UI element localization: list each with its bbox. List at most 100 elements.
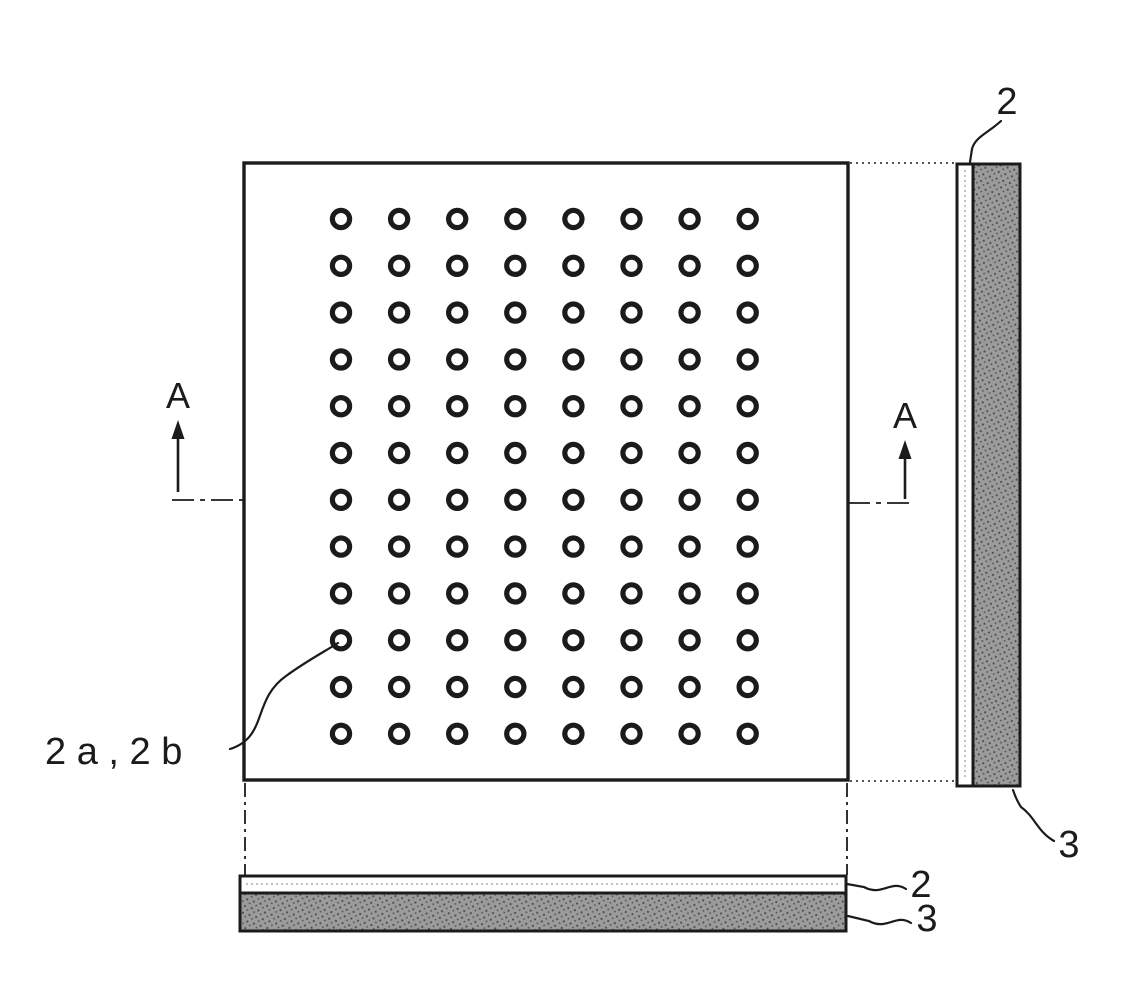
hole-circle — [504, 629, 527, 652]
hole-circle — [504, 395, 527, 418]
hole-circle — [736, 441, 759, 465]
projection-lines — [244, 162, 1022, 875]
main-plate-front-view — [242, 161, 850, 782]
hole-circle — [446, 488, 469, 511]
hole-circle — [446, 675, 469, 699]
hole-circle — [446, 348, 469, 371]
hole-circle — [504, 675, 527, 699]
label-3-bottom: 3 — [916, 898, 937, 940]
hole-circle — [678, 675, 701, 699]
hole-circle — [620, 535, 643, 558]
hole-circle — [329, 254, 353, 277]
hole-circle — [329, 722, 353, 746]
hole-circle — [329, 488, 353, 511]
hole-circle — [562, 722, 585, 746]
hole-circle — [736, 254, 759, 277]
label-2-bottom: 2 — [910, 864, 931, 906]
section-line-left: A — [166, 375, 244, 501]
hole-circle — [446, 535, 469, 558]
leader-layer2-right — [968, 119, 1003, 164]
hole-circle — [387, 675, 411, 699]
leader-lines — [228, 119, 1056, 926]
hole-circle — [504, 535, 527, 558]
hole-circle — [446, 301, 469, 324]
hole-circle — [620, 722, 643, 746]
leader-layer3-bottom — [846, 914, 913, 926]
hole-circle — [387, 488, 411, 511]
section-label-a-left: A — [166, 375, 190, 416]
hole-circle — [504, 254, 527, 277]
hole-circle — [329, 441, 353, 465]
hole-circle — [678, 488, 701, 511]
hole-circle — [620, 441, 643, 465]
hole-circle — [329, 348, 353, 371]
hole-circle — [446, 254, 469, 277]
section-arrow-up-icon — [898, 440, 912, 459]
hole-circle — [387, 348, 411, 371]
hole-circle — [329, 395, 353, 418]
hole-circle — [736, 207, 759, 231]
hole-circle — [562, 488, 585, 511]
hole-circle — [736, 629, 759, 652]
hole-circle — [678, 348, 701, 371]
hole-circle — [387, 582, 411, 605]
hole-circle — [446, 395, 469, 418]
hole-circle — [620, 629, 643, 652]
label-3-bottom-right: 3 — [1058, 824, 1079, 866]
hole-circle — [678, 582, 701, 605]
layer3-band-bottom — [238, 891, 848, 933]
hole-circle — [446, 722, 469, 746]
hole-circle — [387, 722, 411, 746]
leader-holes — [228, 641, 340, 751]
hole-circle — [329, 675, 353, 699]
hole-circle — [562, 348, 585, 371]
label-2-top-right: 2 — [996, 81, 1017, 123]
hole-circle — [678, 207, 701, 231]
hole-circle — [736, 395, 759, 418]
hole-circle — [562, 582, 585, 605]
hole-circle — [504, 441, 527, 465]
hole-circle — [620, 675, 643, 699]
hole-circle — [678, 441, 701, 465]
hole-circle — [678, 254, 701, 277]
label-holes-2a-2b: 2 a , 2 b — [45, 731, 182, 773]
hole-circle — [736, 582, 759, 605]
hole-circle — [329, 629, 353, 652]
side-view-bottom — [238, 874, 848, 933]
hole-circle — [620, 301, 643, 324]
hole-circle — [329, 582, 353, 605]
hole-circle — [562, 207, 585, 231]
reference-labels: 2 a , 2 b 2 3 2 3 — [45, 81, 1080, 940]
hole-circle — [387, 301, 411, 324]
hole-circle — [504, 488, 527, 511]
hole-circle — [620, 254, 643, 277]
hole-circle — [562, 675, 585, 699]
hole-circle — [446, 207, 469, 231]
hole-circle — [620, 395, 643, 418]
section-line-right: A — [848, 395, 917, 504]
hole-circle — [562, 301, 585, 324]
layer3-band-right — [971, 162, 1022, 788]
hole-circle — [562, 535, 585, 558]
hole-circle — [678, 301, 701, 324]
hole-circle — [329, 535, 353, 558]
hole-circle — [329, 301, 353, 324]
hole-circle — [387, 629, 411, 652]
hole-circle — [446, 629, 469, 652]
hole-circle — [562, 395, 585, 418]
hole-circle — [736, 535, 759, 558]
section-arrow-up-icon — [171, 420, 185, 439]
hole-circle — [387, 441, 411, 465]
hole-circle — [387, 395, 411, 418]
hole-circle — [329, 207, 353, 231]
hole-circle — [504, 582, 527, 605]
hole-circle — [387, 207, 411, 231]
hole-circle — [736, 301, 759, 324]
hole-circle — [504, 301, 527, 324]
hole-circle — [562, 629, 585, 652]
hole-circle — [620, 488, 643, 511]
hole-circle — [504, 348, 527, 371]
hole-circle — [678, 722, 701, 746]
